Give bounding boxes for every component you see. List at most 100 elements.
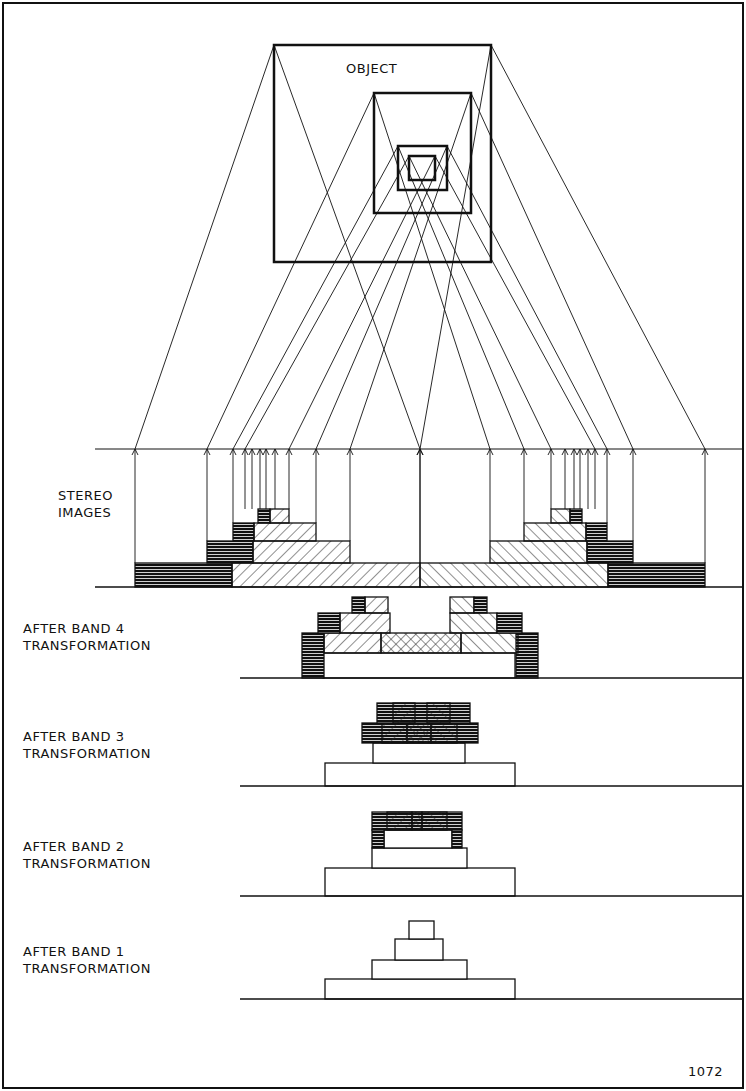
projection-line (207, 449, 208, 541)
image-block (340, 613, 390, 633)
projection-line (289, 449, 290, 509)
ray (491, 45, 705, 449)
ray (350, 93, 471, 449)
image-block (318, 613, 340, 633)
image-block (387, 812, 412, 830)
image-block (490, 541, 587, 563)
image-block (524, 523, 586, 541)
row-label: STEREO IMAGES (58, 487, 168, 521)
image-block (377, 703, 470, 723)
image-block (407, 723, 431, 743)
arrow-head (604, 449, 610, 455)
arrow-head (702, 449, 708, 455)
image-block (551, 509, 570, 523)
image-block (372, 830, 384, 848)
projection-line (588, 449, 589, 509)
projection-line (420, 449, 421, 563)
image-block (372, 812, 462, 830)
ray (135, 45, 274, 449)
projection-line (574, 449, 575, 509)
arrow-head (585, 449, 591, 455)
image-block (422, 812, 447, 830)
projection-line (551, 449, 552, 509)
ray (435, 156, 595, 449)
image-block (270, 509, 289, 523)
projection-line (252, 449, 253, 509)
ray (245, 156, 409, 449)
projection-line (705, 449, 706, 563)
image-block (382, 723, 407, 743)
arrow-head (272, 449, 278, 455)
image-block (395, 939, 443, 960)
arrow-head (249, 449, 255, 455)
image-block (135, 563, 232, 587)
projection-line (245, 449, 246, 509)
image-block (258, 509, 270, 523)
row-label: AFTER BAND 2 TRANSFORMATION (23, 838, 163, 872)
projection-line (607, 449, 608, 523)
arrow-head (592, 449, 598, 455)
arrow-head (204, 449, 210, 455)
projection-line (580, 449, 581, 509)
ray (207, 93, 374, 449)
arrow-head (521, 449, 527, 455)
ray (409, 156, 551, 449)
image-block (452, 830, 462, 848)
image-block (587, 541, 633, 563)
image-block (431, 723, 457, 743)
arrow-head (548, 449, 554, 455)
image-block (450, 597, 474, 613)
image-block (497, 613, 522, 633)
ray (420, 45, 491, 449)
ray (274, 45, 420, 449)
image-block (412, 812, 422, 830)
projection-line (633, 449, 634, 541)
row-label: AFTER BAND 1 TRANSFORMATION (23, 943, 163, 977)
projection-line (565, 449, 566, 509)
image-block (586, 523, 607, 541)
image-block (381, 633, 461, 653)
image-block (352, 597, 365, 613)
image-block (474, 597, 487, 613)
image-block (450, 613, 497, 633)
image-block (302, 633, 324, 678)
projection-line (350, 449, 351, 541)
image-block (461, 633, 518, 653)
arrow-head (630, 449, 636, 455)
arrow-head (242, 449, 248, 455)
image-block (254, 523, 316, 541)
arrow-head (257, 449, 263, 455)
image-block (207, 541, 253, 563)
arrow-head (562, 449, 568, 455)
ray (374, 93, 490, 449)
image-block (324, 633, 381, 653)
ray (447, 146, 607, 449)
arrow-head (230, 449, 236, 455)
arrow-head (132, 449, 138, 455)
projection-line (266, 449, 267, 509)
projection-line (135, 449, 136, 563)
projection-line (420, 449, 421, 563)
image-block (373, 743, 465, 763)
image-block (232, 563, 420, 587)
projection-line (316, 449, 317, 523)
image-block (420, 563, 608, 587)
arrow-head (417, 449, 423, 455)
projection-line (524, 449, 525, 523)
ray (316, 146, 447, 449)
arrow-head (487, 449, 493, 455)
image-block (325, 868, 515, 896)
arrow-head (347, 449, 353, 455)
image-block (570, 509, 582, 523)
image-block (325, 763, 515, 786)
image-block (372, 848, 467, 868)
image-block (253, 541, 350, 563)
projection-line (260, 449, 261, 509)
image-block (516, 633, 538, 678)
image-block (393, 703, 415, 723)
image-block (362, 723, 478, 743)
image-block (384, 830, 452, 848)
arrow-head (577, 449, 583, 455)
